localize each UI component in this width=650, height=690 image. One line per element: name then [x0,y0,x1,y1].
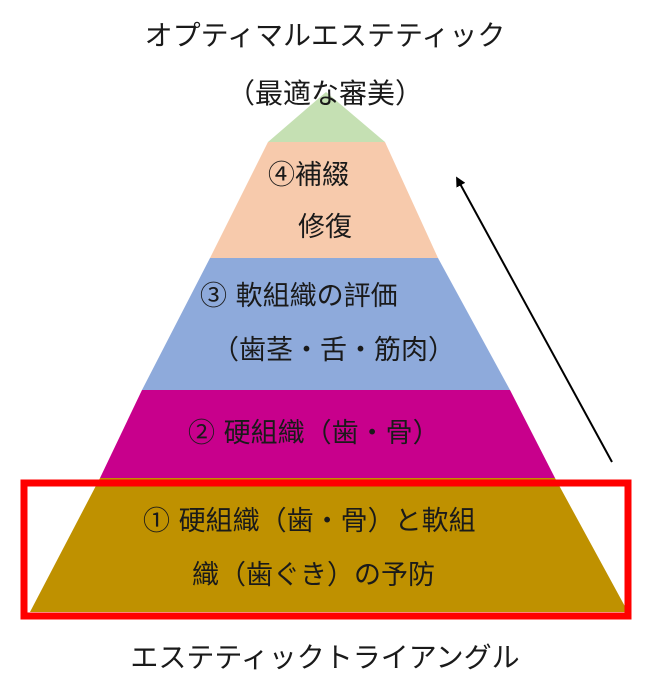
level-4-label-line-2: 修復 [298,212,352,243]
diagram-subtitle: （最適な審美） [226,77,423,110]
level-1-label-line-2: 織（歯ぐき）の予防 [192,560,435,591]
diagram-caption: エステティックトライアングル [130,641,520,674]
pyramid-level-3 [142,258,510,390]
progression-arrow [456,176,613,463]
level-3-label-line-1: ③ 軟組織の評価 [200,281,398,312]
pyramid-level-1 [30,478,628,612]
level-2-label: ② 硬組織（歯・骨） [188,418,440,449]
pyramid-level-5-apex [268,92,385,142]
level-1-label-line-1: ① 硬組織（歯・骨）と軟組 [143,506,476,537]
diagram-title: オプティマルエステティック [144,19,506,52]
pyramid-level-2 [100,390,555,478]
level-4-label-line-1: ④補綴 [268,160,349,191]
level-3-label-line-2: （歯茎・舌・筋肉） [212,335,455,366]
pyramid-level-4 [210,142,438,258]
highlight-box [20,479,632,620]
